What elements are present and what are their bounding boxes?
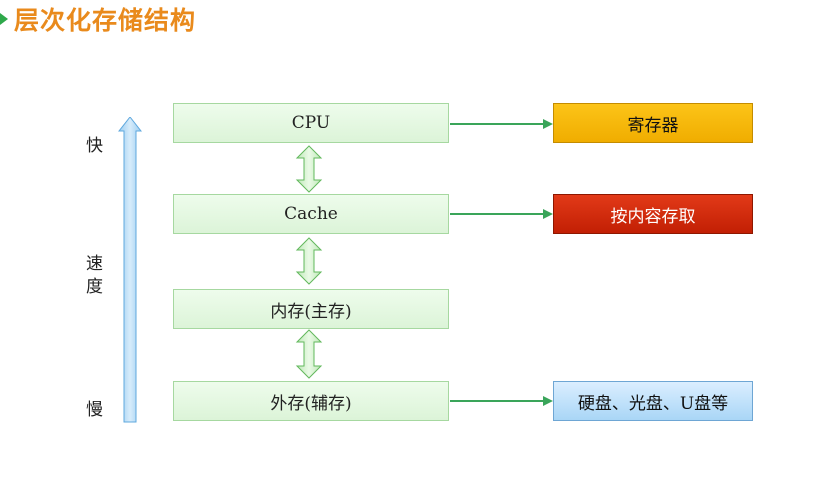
double-arrow-cpu-cache-icon	[295, 145, 323, 193]
register-box: 寄存器	[553, 103, 753, 143]
arrow-storage-to-disk-icon	[450, 396, 553, 406]
level-main-memory: 内存(主存)	[173, 289, 449, 329]
arrow-cpu-to-register-icon	[450, 119, 553, 129]
register-label: 寄存器	[627, 115, 679, 136]
speed-fast-label: 快	[86, 136, 103, 156]
content-access-box: 按内容存取	[553, 194, 753, 234]
speed-slow-label: 慢	[86, 400, 103, 420]
slide-title-bar: 层次化存储结构	[0, 2, 196, 36]
content-access-label: 按内容存取	[610, 206, 696, 227]
level-cpu-label: CPU	[291, 113, 331, 133]
level-cpu: CPU	[173, 103, 449, 143]
level-secondary-storage-label: 外存(辅存)	[270, 393, 352, 414]
double-arrow-cache-memory-icon	[295, 237, 323, 285]
bullet-arrow-icon	[0, 13, 8, 25]
arrow-cache-to-content-access-icon	[450, 209, 553, 219]
level-secondary-storage: 外存(辅存)	[173, 381, 449, 421]
speed-label-char-1: 速	[86, 254, 103, 274]
disk-media-label: 硬盘、光盘、U盘等	[577, 393, 729, 414]
speed-axis-arrow-icon	[118, 117, 142, 423]
level-cache: Cache	[173, 194, 449, 234]
speed-label-char-2: 度	[86, 277, 103, 297]
disk-media-box: 硬盘、光盘、U盘等	[553, 381, 753, 421]
double-arrow-memory-storage-icon	[295, 329, 323, 379]
level-main-memory-label: 内存(主存)	[270, 301, 352, 322]
level-cache-label: Cache	[284, 204, 338, 224]
slide-title: 层次化存储结构	[14, 6, 197, 35]
